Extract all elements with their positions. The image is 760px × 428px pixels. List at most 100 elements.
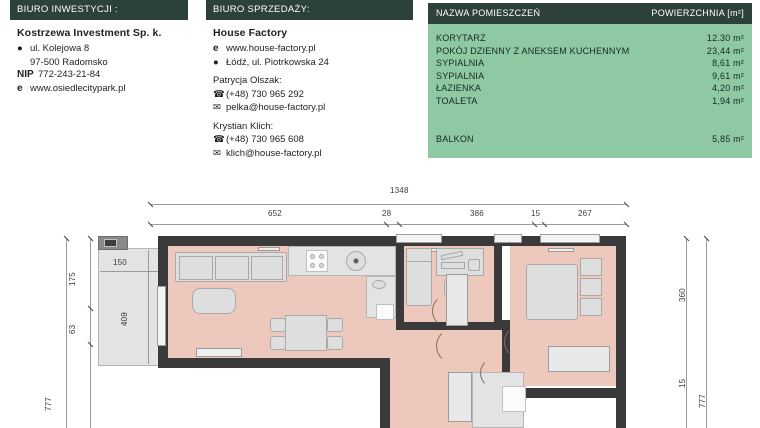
envelope-icon: ✉ (213, 147, 221, 159)
window-3 (540, 234, 600, 243)
contact-phone-row-1[interactable]: ☎ (+48) 730 965 608 (213, 134, 414, 147)
dim-top-2: 386 (470, 209, 484, 218)
contact-email-1[interactable]: klich@house-factory.pl (226, 147, 322, 159)
contact-email-row-0[interactable]: ✉ pelka@house-factory.pl (213, 102, 414, 115)
dim-line-left-chain (90, 238, 91, 428)
dining-chair (327, 318, 343, 332)
investor-nip-row: NIP 772-243-21-84 (17, 69, 188, 82)
dim-top-0: 652 (268, 209, 282, 218)
dim-right-1: 15 (678, 378, 687, 388)
contact-phone-0[interactable]: (+48) 730 965 292 (226, 88, 304, 100)
balcony-slab (98, 248, 160, 366)
door-swing-bedroom-small (432, 294, 466, 328)
stove-burner (319, 263, 324, 268)
radiator (258, 247, 280, 251)
keyboard (441, 262, 465, 269)
investor-website[interactable]: www.osiedlecitypark.pl (30, 82, 126, 94)
sales-company: House Factory (213, 27, 288, 39)
dim-top-total: 1348 (390, 186, 409, 195)
wall-top (158, 236, 626, 246)
nightstand (580, 258, 602, 276)
contact-email-0[interactable]: pelka@house-factory.pl (226, 102, 326, 113)
contact-name-0: Patrycja Olszak: (213, 75, 282, 86)
investor-bar-label: BIURO INWESTYCJI : (10, 0, 188, 20)
area-schedule-table: NAZWA POMIESZCZEŃ POWIERZCHNIA [m²] KORY… (428, 3, 752, 158)
dining-chair (327, 336, 343, 350)
door-swing-bathroom (480, 358, 510, 388)
room-name: POKÓJ DZIENNY Z ANEKSEM KUCHENNYM (436, 45, 630, 56)
nip-label: NIP (17, 69, 34, 80)
dining-chair (270, 318, 286, 332)
kitchen-counter-top (288, 246, 396, 276)
sales-website-row[interactable]: e www.house-factory.pl (213, 43, 414, 56)
door-swing-corridor (436, 328, 472, 364)
investor-block: BIURO INWESTYCJI : Kostrzewa Investment … (10, 0, 195, 96)
area-table-body: KORYTARZ 12.30 m² POKÓJ DZIENNY Z ANEKSE… (428, 24, 752, 145)
sink-drain (353, 258, 359, 264)
balcony-drain-icon (104, 239, 117, 247)
dim-right-outer: 777 (698, 394, 707, 408)
investor-address-line1: ul. Kolejowa 8 (30, 43, 90, 54)
phone-icon: ☎ (213, 88, 225, 100)
monitor (468, 259, 480, 271)
stove-burner (310, 254, 315, 259)
wardrobe (548, 346, 610, 372)
room-name: KORYTARZ (436, 33, 486, 43)
dim-line-right-outer (706, 238, 707, 428)
secondary-sink (372, 280, 386, 289)
stove-burner (310, 263, 315, 268)
sales-bar-label: BIURO SPRZEDAŻY: (206, 0, 413, 20)
room-name: SYPIALNIA (436, 58, 485, 69)
room-area: 23,44 m² (706, 45, 744, 56)
dim-left-1: 63 (68, 324, 77, 334)
investor-address-row: ● ul. Kolejowa 8 (17, 43, 188, 56)
dim-line-total (150, 204, 626, 205)
room-area: 1,94 m² (712, 95, 744, 106)
sales-address: Łódź, ul. Piotrkowska 24 (226, 56, 329, 68)
room-name: SYPIALNIA (436, 70, 485, 81)
room-area: 8,61 m² (712, 58, 744, 69)
room-area: 12.30 m² (706, 33, 744, 43)
radiator (196, 348, 242, 357)
coffee-table (192, 288, 236, 314)
dim-balcony-width: 150 (113, 258, 127, 267)
dim-line-left-outer (66, 238, 67, 428)
room-name: ŁAZIENKA (436, 83, 482, 94)
contact-phone-1[interactable]: (+48) 730 965 608 (226, 134, 304, 145)
floor-plan: 1348 652 28 386 15 267 777 175 63 360 15… (0, 176, 760, 428)
room-area: 4,20 m² (712, 83, 744, 94)
wall-internal-2 (494, 236, 502, 328)
area-table-header: NAZWA POMIESZCZEŃ POWIERZCHNIA [m²] (428, 3, 752, 24)
dining-table (285, 315, 327, 351)
sofa-cushion (251, 256, 283, 280)
sales-address-row: ● Łódź, ul. Piotrkowska 24 (213, 57, 414, 70)
document-header: BIURO INWESTYCJI : Kostrzewa Investment … (0, 0, 760, 172)
double-bed (526, 264, 578, 320)
table-row: SYPIALNIA 8,61 m² (436, 57, 744, 70)
contact-email-row-1[interactable]: ✉ klich@house-factory.pl (213, 148, 414, 161)
web-icon: e (17, 82, 23, 94)
nightstand (580, 298, 602, 316)
wall-bottom-left (158, 358, 390, 368)
window-1 (396, 234, 442, 243)
dim-left-0: 175 (68, 272, 77, 286)
wall-internal-3 (502, 320, 510, 398)
investor-address-line2: 97-500 Radomsko (30, 56, 108, 68)
table-row: POKÓJ DZIENNY Z ANEKSEM KUCHENNYM 23,44 … (436, 45, 744, 58)
room-name: BALKON (436, 133, 474, 144)
table-row: TOALETA 1,94 m² (436, 95, 744, 108)
stove-burner (319, 254, 324, 259)
appliance (376, 304, 394, 320)
dim-line-right-chain (686, 238, 687, 428)
web-icon: e (213, 43, 219, 54)
dim-top-4: 267 (578, 209, 592, 218)
contact-phone-row-0[interactable]: ☎ (+48) 730 965 292 (213, 89, 414, 102)
investor-website-row[interactable]: e www.osiedlecitypark.pl (17, 83, 188, 96)
envelope-icon: ✉ (213, 102, 221, 113)
radiator (548, 248, 574, 252)
sales-website[interactable]: www.house-factory.pl (226, 43, 316, 54)
stove (306, 250, 328, 272)
table-row: KORYTARZ 12.30 m² (436, 32, 744, 45)
table-row-balcony: BALKON 5,85 m² (436, 133, 744, 146)
sofa-cushion (215, 256, 249, 280)
